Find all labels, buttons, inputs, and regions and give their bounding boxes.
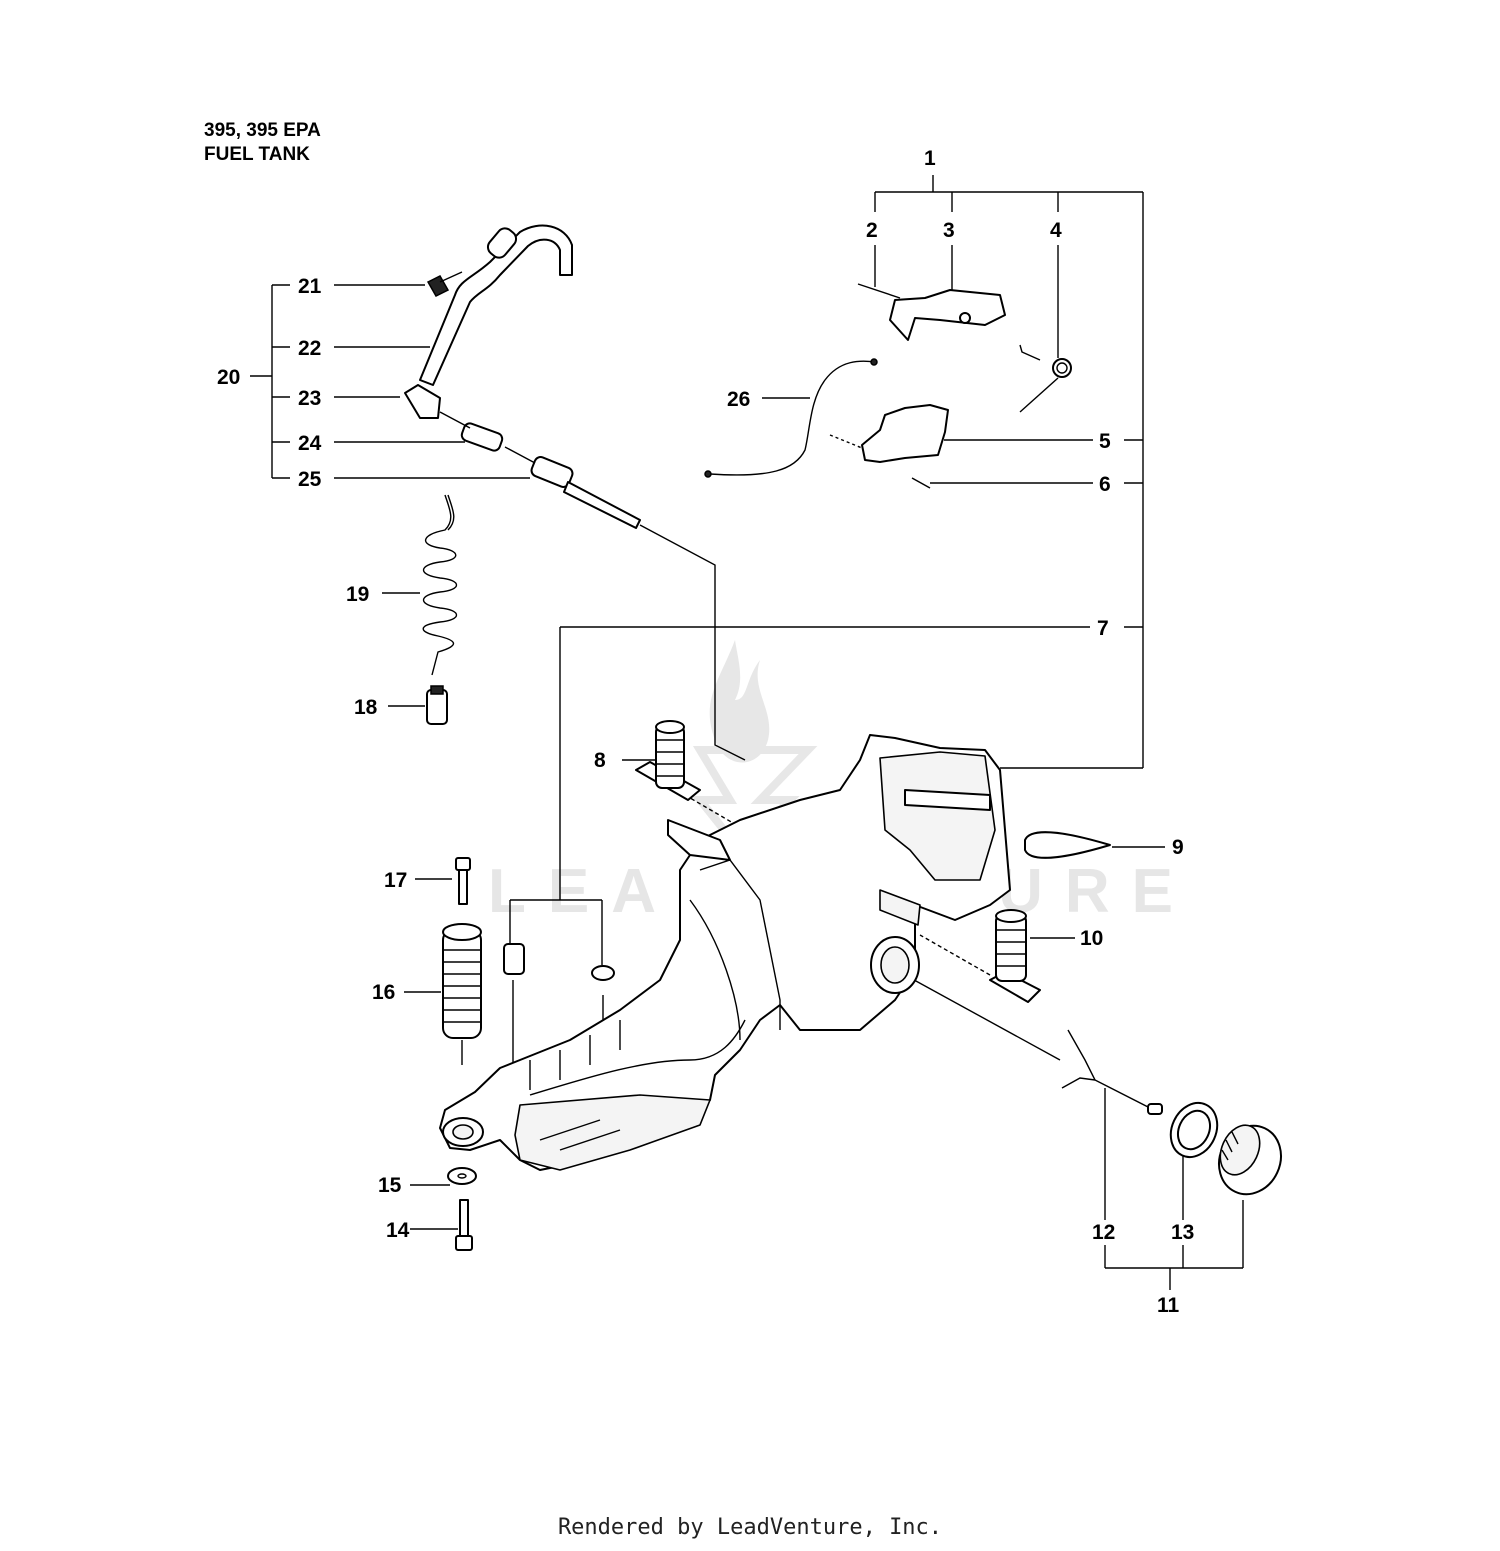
callout-16: 16	[372, 981, 395, 1004]
diagram-section-title: FUEL TANK	[204, 144, 310, 165]
screw-17	[455, 857, 471, 905]
callout-22: 22	[298, 337, 321, 360]
tank-cap-seal	[1169, 1101, 1219, 1159]
footer-credit: Rendered by LeadVenture, Inc.	[557, 1515, 943, 1540]
callout-2: 2	[866, 219, 878, 242]
callout-12: 12	[1092, 1221, 1115, 1244]
callout-numbers: 1 2 3 4 5 6 7 8 9 10 11 12 13 14 15 16 1…	[217, 147, 1194, 1317]
callout-9: 9	[1172, 836, 1184, 859]
callout-15: 15	[378, 1174, 402, 1197]
av-buffer-left	[442, 923, 482, 1065]
callout-21: 21	[298, 275, 322, 298]
callout-3: 3	[943, 219, 955, 242]
callout-24: 24	[298, 432, 322, 455]
callout-20: 20	[217, 366, 240, 389]
diagram-model-title: 395, 395 EPA	[204, 120, 321, 141]
fuel-tank-cap	[1218, 1124, 1282, 1196]
callout-10: 10	[1080, 927, 1103, 950]
fuel-tank-body	[439, 734, 1011, 1171]
bolt-14	[455, 1199, 473, 1251]
av-spring-right	[989, 909, 1041, 1003]
callout-5: 5	[1099, 430, 1111, 453]
rubber-plug	[1024, 831, 1111, 859]
washer	[447, 1167, 477, 1185]
callout-17: 17	[384, 869, 407, 892]
callout-4: 4	[1050, 219, 1062, 242]
callout-7: 7	[1097, 617, 1109, 640]
callout-11: 11	[1157, 1294, 1180, 1317]
callout-26: 26	[727, 388, 750, 411]
leader-lines	[250, 175, 1244, 1290]
callout-8: 8	[594, 749, 606, 772]
callout-13: 13	[1171, 1221, 1194, 1244]
trigger-pin	[911, 477, 931, 489]
callout-23: 23	[298, 387, 321, 410]
callout-6: 6	[1099, 473, 1111, 496]
trigger-spring	[1019, 344, 1072, 413]
fuel-pickup-assembly	[1061, 1029, 1163, 1115]
callout-19: 19	[346, 583, 369, 606]
callout-18: 18	[354, 696, 378, 719]
tank-bushings	[503, 943, 615, 981]
callout-14: 14	[386, 1219, 410, 1242]
throttle-trigger	[829, 404, 949, 463]
fuel-hose-assembly	[404, 224, 641, 529]
callout-25: 25	[298, 468, 322, 491]
throttle-lockout-group	[857, 283, 1006, 341]
fuel-filter	[426, 685, 448, 725]
callout-1: 1	[924, 147, 936, 170]
ground-wire	[704, 358, 878, 478]
fuel-line-spiral	[422, 494, 458, 676]
av-spring-top	[635, 720, 701, 801]
